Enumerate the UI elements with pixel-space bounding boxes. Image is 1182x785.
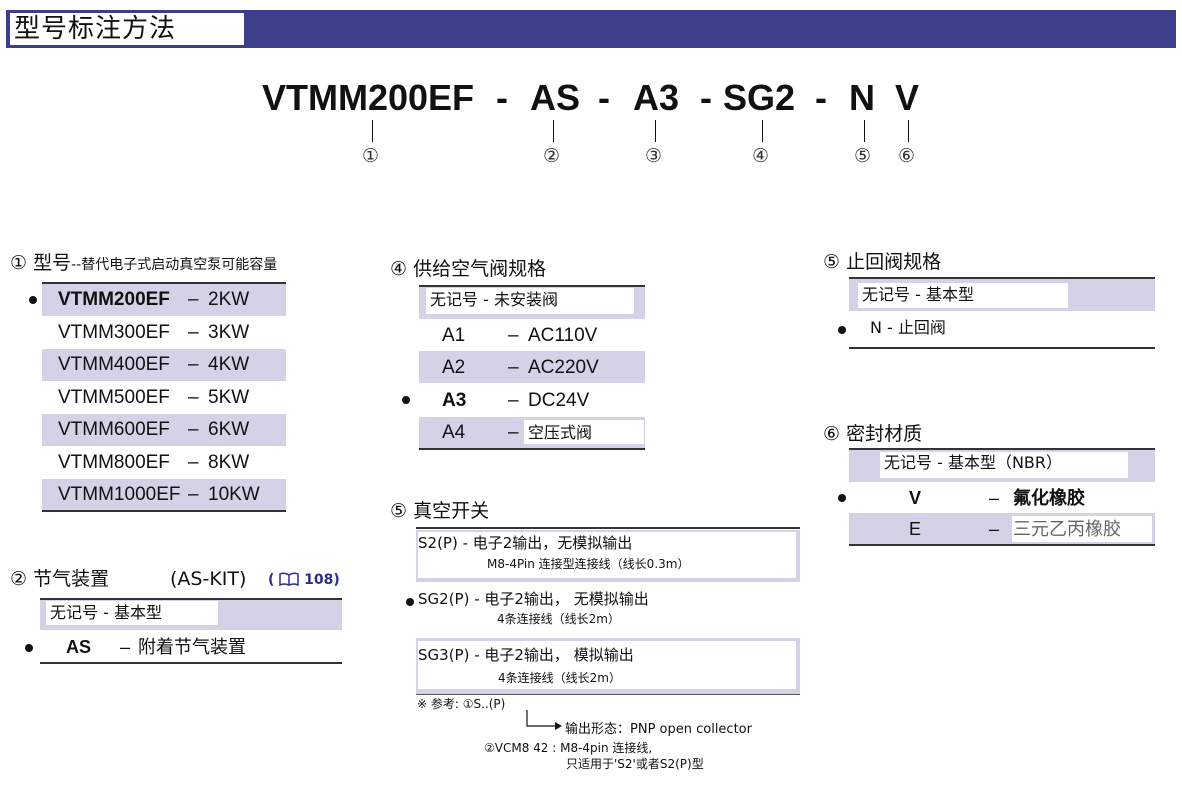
output-note: 输出形态：PNP open collector: [565, 722, 752, 737]
switch-option-detail: M8-4Pin 连接型连接线（线长0.3m）: [487, 557, 690, 571]
list-item: VTMM500EF–5KW: [58, 387, 250, 408]
list-item: A3–DC24V: [442, 390, 590, 411]
list-item: VTMM1000EF–10KW: [58, 484, 260, 505]
code-tick: [864, 120, 865, 142]
option-none: 无记号 - 基本型: [50, 603, 162, 622]
standard-bullet-icon: [838, 494, 846, 502]
section-saver-title: ② 节气装置: [10, 568, 110, 590]
code-part-check-valve: N: [849, 77, 875, 118]
list-item: VTMM400EF–4KW: [58, 354, 250, 375]
section-title-text: 型号: [33, 252, 72, 274]
standard-bullet-icon: [402, 396, 410, 404]
option-none: 无记号 - 未安装阀: [430, 290, 558, 309]
label-box: [524, 420, 644, 444]
code-part-switch: SG2: [723, 77, 796, 118]
label-box: [46, 601, 218, 625]
reference-note: ※ 参考: ①S..(P): [417, 697, 506, 711]
list-item: V–氟化橡胶: [909, 488, 1085, 508]
book-icon: [279, 572, 300, 587]
label-box: [858, 283, 1068, 308]
code-marker: ⑥: [898, 145, 916, 167]
section-subtitle: --替代电子式启动真空泵可能容量: [71, 257, 278, 273]
switch-option-detail: 4条连接线（线长2m）: [497, 612, 620, 626]
standard-bullet-icon: [406, 598, 414, 606]
code-tick: [908, 120, 909, 142]
row-band: [42, 414, 286, 446]
arrow-icon: [526, 710, 562, 730]
list-item: A4–空压式阀: [442, 422, 593, 443]
page-title: 型号标注方法: [14, 14, 177, 44]
code-tick: [655, 120, 656, 142]
switch-option: S2(P) - 电子2输出，无模拟输出: [418, 534, 633, 552]
code-tick: [762, 120, 763, 142]
row-band: [419, 351, 645, 383]
code-marker: ②: [543, 145, 561, 167]
section-number: ①: [10, 252, 28, 274]
code-marker: ①: [362, 145, 380, 167]
code-separator: -: [815, 77, 827, 118]
cable-note: ②VCM8 42 : M8-4pin 连接线,: [484, 741, 653, 755]
table-top-rule: [849, 448, 1155, 450]
section-switch-title: ⑤ 真空开关: [390, 500, 490, 522]
list-item: A1–AC110V: [442, 325, 598, 346]
table-bottom-rule: [849, 347, 1155, 349]
standard-bullet-icon: [838, 326, 846, 334]
code-tick: [372, 120, 373, 142]
list-item: AS–附着节气装置: [66, 637, 246, 657]
standard-bullet-icon: [25, 644, 33, 652]
row-band: [42, 479, 286, 511]
section-valve-title: ④ 供给空气阀规格: [390, 258, 547, 280]
option-none: 无记号 - 基本型: [862, 285, 974, 304]
list-item: VTMM200EF–2KW: [58, 289, 250, 310]
list-item: VTMM800EF–8KW: [58, 452, 250, 473]
code-part-valve: A3: [633, 77, 680, 118]
header-title-box: [10, 13, 244, 45]
table-bottom-rule: [416, 694, 800, 695]
label-box: [880, 452, 1128, 478]
table-top-rule: [42, 282, 286, 284]
list-item: VTMM600EF–6KW: [58, 419, 250, 440]
switch-option: SG3(P) - 电子2输出， 模拟输出: [418, 646, 634, 664]
code-marker: ③: [645, 145, 663, 167]
table-top-rule: [419, 285, 645, 287]
table-bottom-rule: [849, 544, 1155, 546]
label-box: [418, 641, 796, 689]
list-item: N - 止回阀: [870, 318, 946, 337]
code-marker: ④: [752, 145, 770, 167]
label-box: [426, 288, 634, 314]
table-bottom-rule: [42, 510, 286, 512]
list-item: A2–AC220V: [442, 357, 599, 378]
section-check-valve-title: ⑤ 止回阀规格: [823, 251, 942, 273]
switch-option-detail: 4条连接线（线长2m）: [498, 671, 621, 685]
row-band: [42, 349, 286, 381]
code-part-as: AS: [530, 77, 581, 118]
list-item: VTMM300EF–3KW: [58, 322, 250, 343]
label-box: [418, 532, 796, 578]
table-top-rule: [849, 277, 1155, 279]
table-top-rule: [40, 598, 342, 600]
code-separator: -: [598, 77, 610, 118]
standard-bullet-icon: [29, 296, 37, 304]
section-seal-title: ⑥ 密封材质: [823, 423, 923, 445]
cable-note-detail: 只适用于'S2'或者S2(P)型: [566, 757, 704, 771]
section-model-title: ① 型号--替代电子式启动真空泵可能容量: [10, 251, 277, 277]
code-marker: ⑤: [854, 145, 872, 167]
code-separator: -: [496, 77, 508, 118]
list-item: E–三元乙丙橡胶: [909, 519, 1121, 539]
switch-option: SG2(P) - 电子2输出， 无模拟输出: [418, 590, 649, 608]
code-separator: -: [700, 77, 712, 118]
table-top-rule: [416, 527, 800, 529]
label-box: [1012, 516, 1152, 542]
code-part-seal: V: [895, 77, 920, 118]
kit-label: (AS-KIT): [170, 568, 247, 590]
option-none: 无记号 - 基本型（NBR）: [884, 453, 1063, 472]
code-part-model: VTMM200EF: [262, 77, 475, 118]
row-band: [42, 284, 286, 316]
table-bottom-rule: [40, 662, 342, 664]
table-bottom-rule: [419, 448, 645, 450]
page-reference[interactable]: ( 108): [268, 572, 340, 588]
code-tick: [553, 120, 554, 142]
